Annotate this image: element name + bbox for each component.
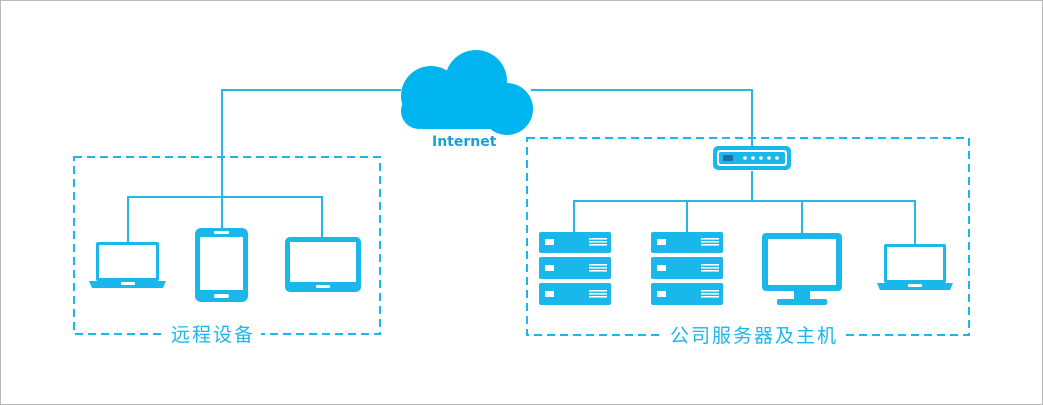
monitor-icon: [762, 233, 842, 305]
company-servers-label: 公司服务器及主机: [664, 325, 845, 347]
network-switch-icon: [713, 146, 791, 170]
laptop-icon: [877, 244, 953, 290]
remote-bus-line: [127, 196, 323, 244]
company-bus-line: [573, 200, 916, 244]
server-rack-icon: [651, 232, 723, 305]
remote-devices-group: [73, 156, 381, 335]
remote-devices-label: 远程设备: [165, 324, 262, 346]
cloud-to-switch-line: [531, 89, 753, 151]
cloud-icon: [401, 50, 533, 135]
laptop-icon: [89, 242, 166, 288]
server-rack-icon: [539, 232, 611, 305]
connection-lines: [127, 89, 916, 244]
internet-label: Internet: [432, 134, 497, 150]
cloud-to-remote-line: [221, 89, 401, 231]
tablet-icon: [285, 237, 361, 292]
smartphone-icon: [195, 228, 248, 302]
